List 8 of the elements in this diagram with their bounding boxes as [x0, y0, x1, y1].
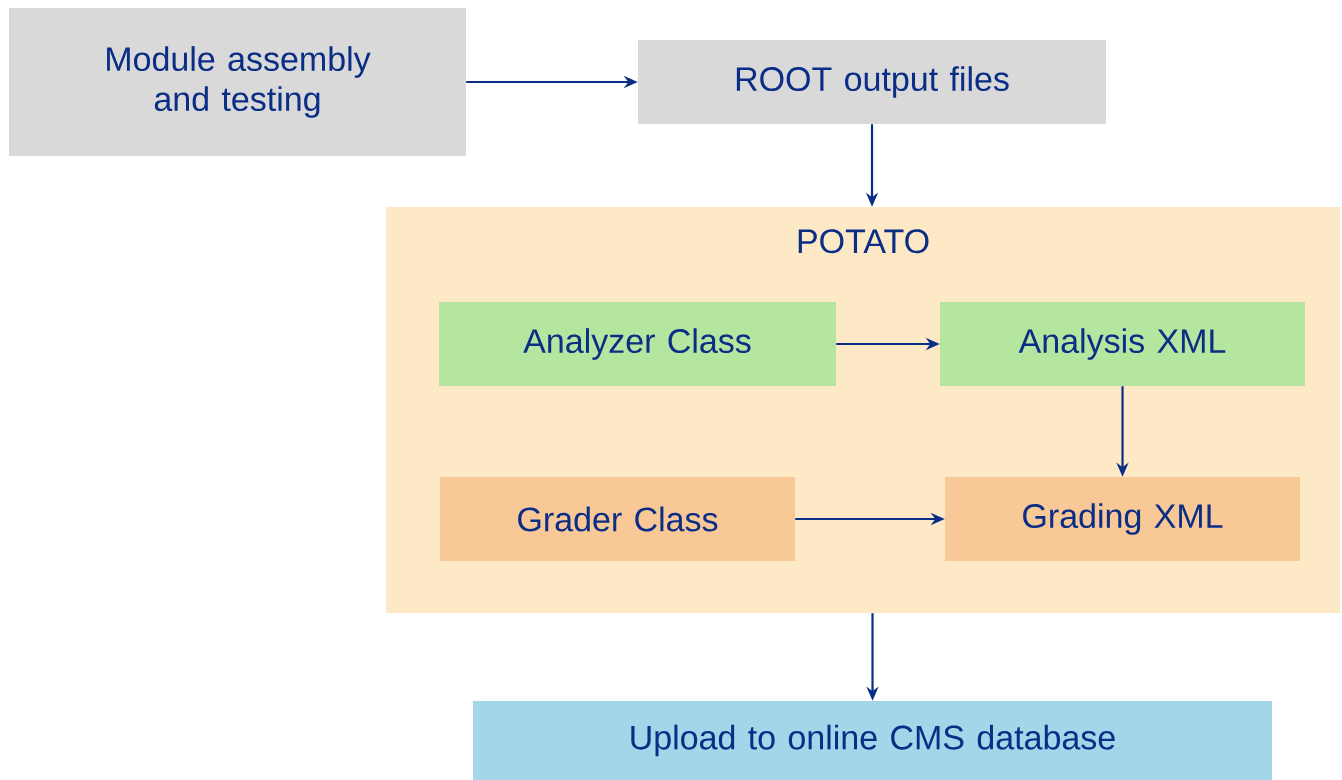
process-box: Analysis XML [940, 302, 1305, 386]
process-box: Module assembly and testing [9, 8, 466, 156]
process-box: ROOT output files [638, 40, 1106, 124]
group-heading: POTATO [798, 229, 929, 254]
process-box: Analyzer Class [439, 302, 836, 386]
process-box: Upload to online CMS database [473, 701, 1273, 780]
process-box: Grading XML [945, 477, 1300, 561]
process-box: Grader Class [440, 477, 795, 561]
